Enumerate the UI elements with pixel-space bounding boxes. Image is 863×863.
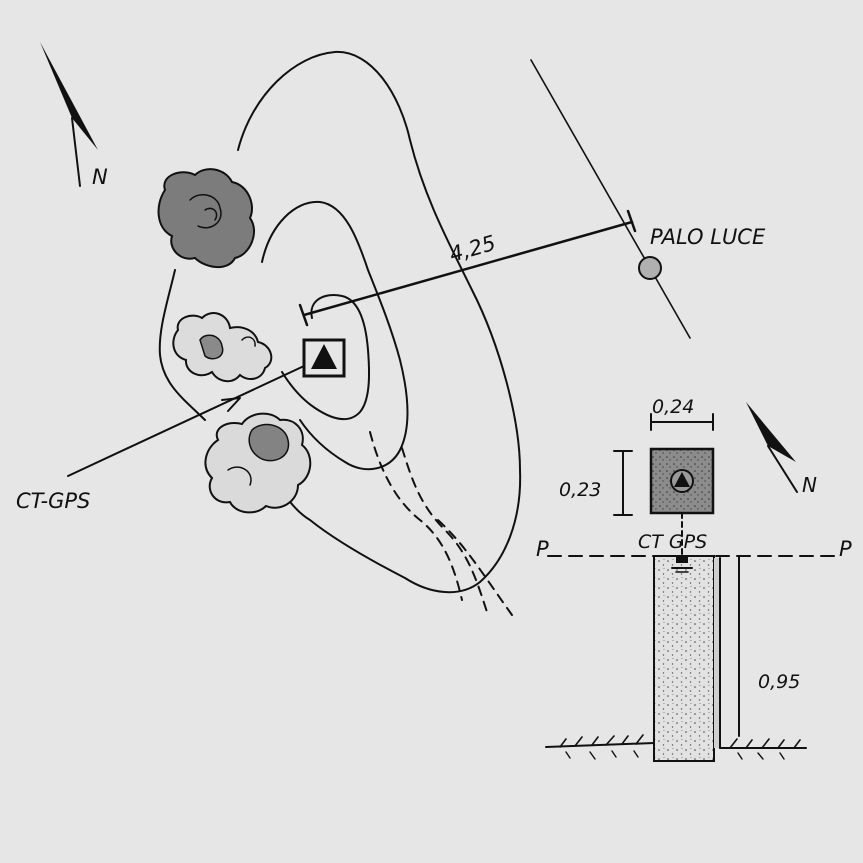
- shrub-top: [157, 168, 255, 268]
- north-arrow-detail: N: [746, 402, 817, 497]
- north-arrow-plan: N: [40, 42, 108, 189]
- height-dimension: 0,23: [559, 450, 633, 516]
- benchmark-label-detail: CT GPS: [638, 531, 707, 553]
- depth-label: 0,95: [758, 671, 800, 693]
- benchmark-leader: CT-GPS: [16, 365, 305, 513]
- contour-lines: [158, 50, 522, 616]
- shrub-middle: [172, 312, 273, 383]
- ground-line: [545, 734, 807, 760]
- north-label-plan: N: [92, 165, 108, 189]
- benchmark-label-plan: CT-GPS: [16, 489, 90, 513]
- light-pole-symbol: [638, 256, 662, 280]
- pole-label: PALO LUCE: [650, 225, 766, 249]
- shrub-bottom: [204, 412, 312, 514]
- benchmark-plan-symbol: [302, 338, 346, 378]
- width-label: 0,24: [652, 396, 694, 418]
- benchmark-section: 0,95: [653, 555, 800, 762]
- benchmark-top-view: [649, 447, 715, 559]
- width-dimension: 0,24: [650, 396, 714, 431]
- reference-label-left: P: [536, 537, 549, 561]
- reference-label-right: P: [839, 537, 852, 561]
- north-label-detail: N: [802, 473, 817, 497]
- light-pole-line: PALO LUCE: [530, 59, 766, 339]
- reference-line: P P CT GPS: [536, 531, 852, 561]
- height-label: 0,23: [559, 479, 601, 501]
